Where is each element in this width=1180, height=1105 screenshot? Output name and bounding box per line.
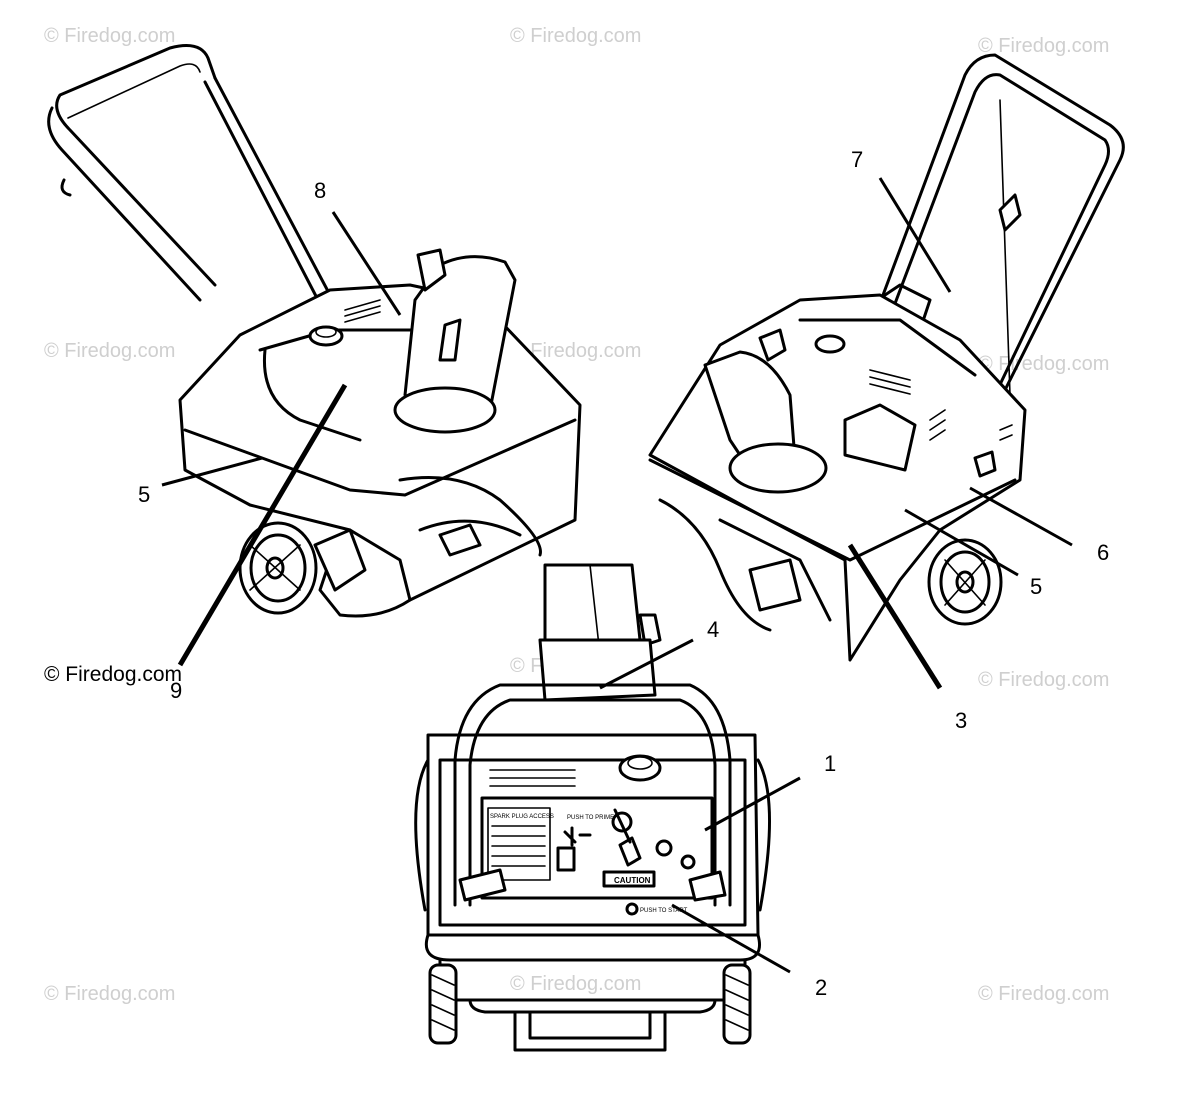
- watermark: © Firedog.com: [978, 35, 1109, 57]
- callout-7: 7: [851, 147, 863, 172]
- snowthrower-right-view: [648, 53, 1125, 662]
- callout-9: 9: [170, 678, 182, 703]
- callout-labels: 1 2 3 4 5 5 6 7 8 9: [138, 147, 1109, 1000]
- watermark: © Firedog.com: [978, 669, 1109, 691]
- watermark: © Firedog.com: [44, 983, 175, 1005]
- spark-plug-access-decal: SPARK PLUG ACCESS: [490, 814, 554, 820]
- callout-2: 2: [815, 975, 827, 1000]
- callout-1: 1: [824, 751, 836, 776]
- callout-3: 3: [955, 708, 967, 733]
- leader-line-6: [969, 486, 1073, 547]
- leader-line-5b: [904, 508, 1019, 577]
- watermark: © Firedog.com: [978, 983, 1109, 1005]
- leader-lines: [161, 177, 1073, 974]
- watermark: © Firedog.com: [978, 353, 1109, 375]
- caution-decal: CAUTION: [614, 876, 651, 885]
- leader-line-9: [177, 383, 348, 667]
- push-to-start-decal: PUSH TO START: [640, 908, 688, 914]
- callout-5-left: 5: [138, 482, 150, 507]
- leader-line-4: [599, 638, 694, 690]
- watermark: © Firedog.com: [510, 340, 641, 362]
- snowthrower-rear-view: SPARK PLUG ACCESS PUSH TO PRIME CAUTION …: [414, 563, 772, 1052]
- leader-line-7: [878, 177, 952, 293]
- callout-5-right: 5: [1030, 574, 1042, 599]
- callout-6: 6: [1097, 540, 1109, 565]
- leader-line-1: [704, 776, 801, 832]
- watermark: © Firedog.com: [44, 340, 175, 362]
- leader-line-5a: [161, 456, 263, 487]
- leader-line-3: [847, 543, 943, 690]
- watermark: © Firedog.com: [510, 25, 641, 47]
- copyright-credit: © Firedog.com: [44, 663, 182, 686]
- push-to-prime-decal: PUSH TO PRIME: [567, 815, 614, 821]
- callout-4: 4: [707, 617, 719, 642]
- leader-line-2: [671, 903, 791, 974]
- callout-8: 8: [314, 178, 326, 203]
- watermark: © Firedog.com: [44, 25, 175, 47]
- leader-line-8: [331, 211, 402, 316]
- snowthrower-left-view: [47, 44, 582, 618]
- watermark: © Firedog.com: [510, 973, 641, 995]
